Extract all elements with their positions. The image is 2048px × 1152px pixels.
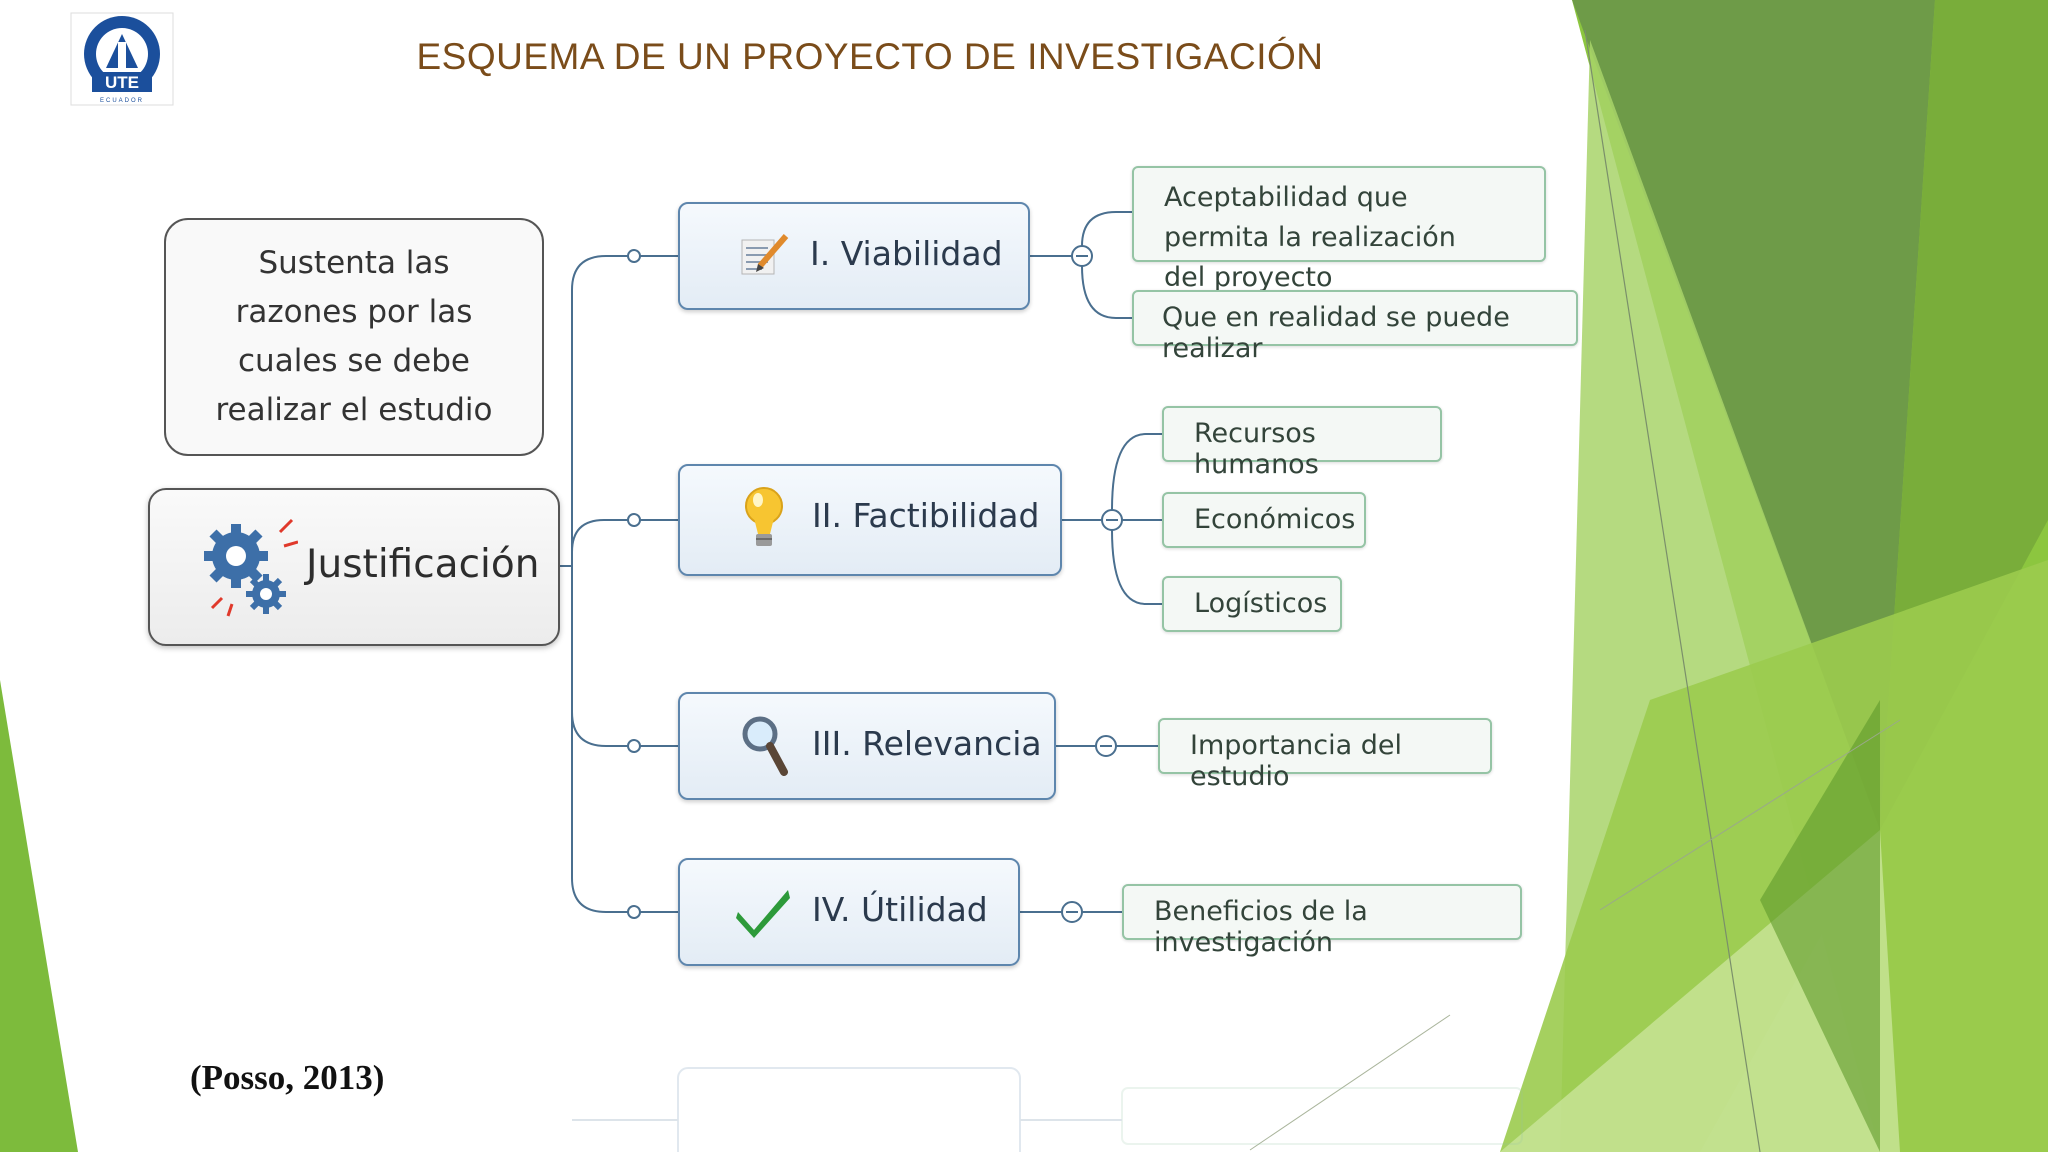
leaf-aceptabilidad: Aceptabilidad que permita la realización… (1132, 166, 1546, 293)
leaf-logisticos: Logísticos (1162, 576, 1342, 632)
branch-node-relevancia: III. Relevancia (678, 692, 1056, 800)
leaf-se-puede-realizar: Que en realidad se puede realizar (1132, 290, 1578, 364)
citation: (Posso, 2013) (190, 1058, 385, 1097)
gears-icon (204, 518, 298, 617)
leaf-importancia-estudio: Importancia del estudio (1158, 718, 1492, 792)
checkmark-icon (736, 890, 790, 938)
branch-node-utilidad: IV. Útilidad (678, 858, 1020, 966)
root-node-justificacion: Justificación (148, 488, 560, 646)
branch-label: IV. Útilidad (812, 890, 988, 929)
leaf-economicos: Económicos (1162, 492, 1366, 548)
justification-description: Sustenta las razones por las cuales se d… (164, 218, 544, 456)
root-label: Justificación (306, 542, 540, 587)
branch-node-viabilidad: I. Viabilidad (678, 202, 1030, 310)
lightbulb-icon (745, 487, 783, 546)
ute-logo: UTE ECUADOR (70, 12, 174, 106)
branch-label: II. Factibilidad (812, 496, 1040, 535)
notepad-pencil-icon (741, 234, 789, 275)
magnifier-icon (742, 716, 788, 776)
branch-label: III. Relevancia (812, 724, 1042, 763)
diagram-reflection (572, 1067, 1523, 1152)
branch-label: I. Viabilidad (810, 234, 1003, 273)
leaf-recursos-humanos: Recursos humanos (1162, 406, 1442, 480)
svg-text:ECUADOR: ECUADOR (100, 98, 144, 104)
slide-title: ESQUEMA DE UN PROYECTO DE INVESTIGACIÓN (416, 36, 1324, 77)
logo-text: UTE (105, 73, 139, 92)
branch-node-factibilidad: II. Factibilidad (678, 464, 1062, 576)
leaf-beneficios: Beneficios de la investigación (1122, 884, 1522, 958)
